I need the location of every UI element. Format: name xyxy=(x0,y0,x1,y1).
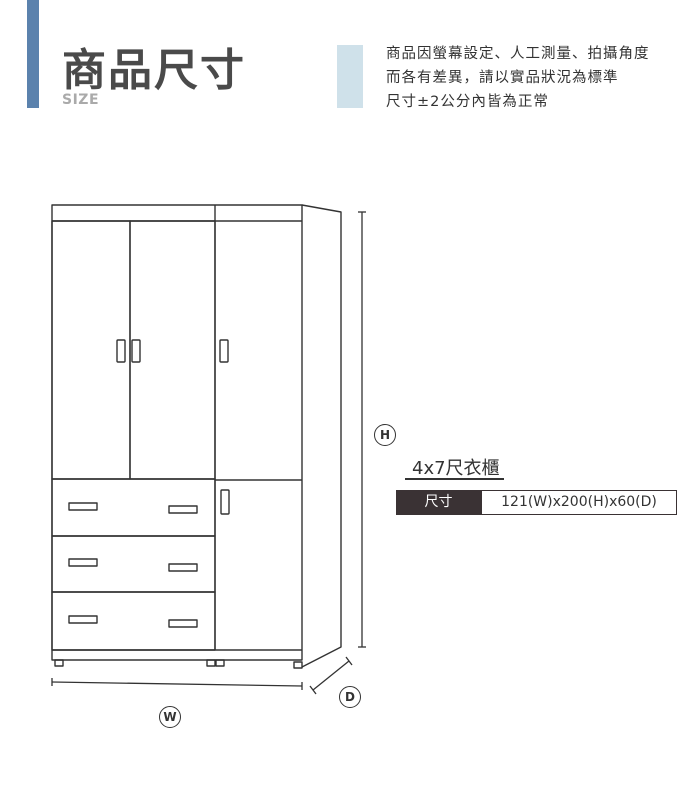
foot xyxy=(54,659,64,667)
door-handle xyxy=(220,489,230,515)
width-dimension-line xyxy=(51,681,303,687)
width-label-icon: W xyxy=(159,706,181,728)
foot xyxy=(206,659,216,667)
drawer-handle xyxy=(68,615,98,624)
product-name: 4x7尺衣櫃 xyxy=(412,458,500,479)
drawer-1 xyxy=(51,478,216,537)
notice-line-3: 尺寸±2公分內皆為正常 xyxy=(386,94,549,110)
notice-line-1: 商品因螢幕設定、人工測量、拍攝角度 xyxy=(386,46,650,62)
product-name-underline xyxy=(405,478,504,480)
left-door xyxy=(51,220,131,480)
foot xyxy=(293,661,303,669)
drawer-handle xyxy=(68,558,98,567)
door-handle xyxy=(131,339,141,363)
size-notice: 商品因螢幕設定、人工測量、拍攝角度 而各有差異，請以實品狀況為標準 尺寸±2公分… xyxy=(386,42,650,114)
drawer-handle xyxy=(168,563,198,572)
height-label-icon: H xyxy=(374,424,396,446)
door-handle xyxy=(219,339,229,363)
page-subtitle: SIZE xyxy=(62,92,100,108)
header-accent-bar xyxy=(27,0,39,108)
spec-value: 121(W)x200(H)x60(D) xyxy=(481,490,677,515)
middle-door xyxy=(129,220,216,480)
drawer-handle xyxy=(68,502,98,511)
drawer-handle xyxy=(168,505,198,514)
door-handle xyxy=(116,339,126,363)
spec-label: 尺寸 xyxy=(396,490,481,515)
depth-dimension-line xyxy=(312,660,350,691)
drawer-handle xyxy=(168,619,198,628)
depth-label-icon: D xyxy=(339,686,361,708)
wardrobe-side-panel xyxy=(301,204,342,668)
drawer-3 xyxy=(51,591,216,651)
foot xyxy=(215,659,225,667)
notice-line-2: 而各有差異，請以實品狀況為標準 xyxy=(386,70,619,86)
notice-accent-bar xyxy=(337,45,363,108)
page-title: 商品尺寸 xyxy=(62,45,246,96)
